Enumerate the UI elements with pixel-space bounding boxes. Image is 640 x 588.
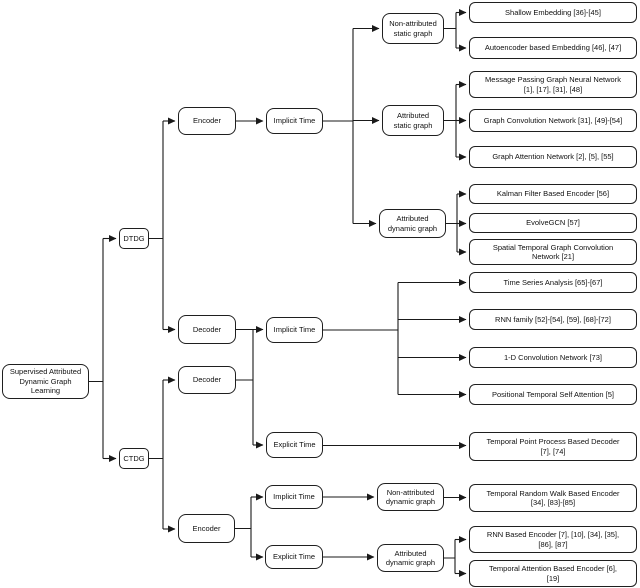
node-attributed-dynamic-graph-bottom: Attributed dynamic graph: [377, 544, 444, 572]
node-decoder-dtdg: Decoder: [178, 315, 236, 344]
leaf-graph-convolution-network: Graph Convolution Network [31], [49]-[54…: [469, 109, 637, 132]
leaf-temporal-point-process-decoder: Temporal Point Process Based Decoder [7]…: [469, 432, 637, 461]
leaf-time-series-analysis: Time Series Analysis [65]-[67]: [469, 272, 637, 293]
node-root: Supervised Attributed Dynamic Graph Lear…: [2, 364, 89, 399]
leaf-graph-attention-network: Graph Attention Network [2], [5], [55]: [469, 146, 637, 168]
leaf-spatial-temporal-gcn: Spatial Temporal Graph Convolution Netwo…: [469, 239, 637, 265]
node-explicit-time-encoder-ctdg: Explicit Time: [265, 545, 323, 569]
node-implicit-time-encoder-dtdg: Implicit Time: [266, 108, 323, 134]
leaf-evolvegcn: EvolveGCN [57]: [469, 213, 637, 233]
leaf-rnn-family: RNN family [52]-[54], [59], [68]-[72]: [469, 309, 637, 330]
node-non-attributed-dynamic-graph: Non-attributed dynamic graph: [377, 483, 444, 511]
leaf-temporal-random-walk-encoder: Temporal Random Walk Based Encoder [34],…: [469, 484, 637, 512]
leaf-kalman-filter-encoder: Kalman Filter Based Encoder [56]: [469, 184, 637, 204]
node-attributed-dynamic-graph-top: Attributed dynamic graph: [379, 209, 446, 238]
node-encoder-ctdg: Encoder: [178, 514, 235, 543]
edge-arrows: [103, 8, 467, 578]
node-explicit-time-decoder: Explicit Time: [266, 432, 323, 458]
node-implicit-time-decoder: Implicit Time: [266, 317, 323, 343]
leaf-shallow-embedding: Shallow Embedding [36]-[45]: [469, 2, 637, 23]
leaf-message-passing-gnn: Message Passing Graph Neural Network [1]…: [469, 71, 637, 98]
node-ctdg: CTDG: [119, 448, 149, 469]
leaf-rnn-based-encoder: RNN Based Encoder [7], [10], [34], [35],…: [469, 526, 637, 553]
leaf-autoencoder-embedding: Autoencoder based Embedding [46], [47]: [469, 37, 637, 59]
node-attributed-static-graph: Attributed static graph: [382, 105, 444, 136]
leaf-positional-temporal-self-attention: Positional Temporal Self Attention [5]: [469, 384, 637, 405]
node-decoder-ctdg: Decoder: [178, 366, 236, 394]
node-implicit-time-encoder-ctdg: Implicit Time: [265, 485, 323, 509]
node-non-attributed-static-graph: Non-attributed static graph: [382, 13, 444, 44]
leaf-temporal-attention-encoder: Temporal Attention Based Encoder [6], [1…: [469, 560, 637, 587]
node-encoder-dtdg: Encoder: [178, 107, 236, 135]
node-dtdg: DTDG: [119, 228, 149, 249]
leaf-1d-convolution-network: 1-D Convolution Network [73]: [469, 347, 637, 368]
